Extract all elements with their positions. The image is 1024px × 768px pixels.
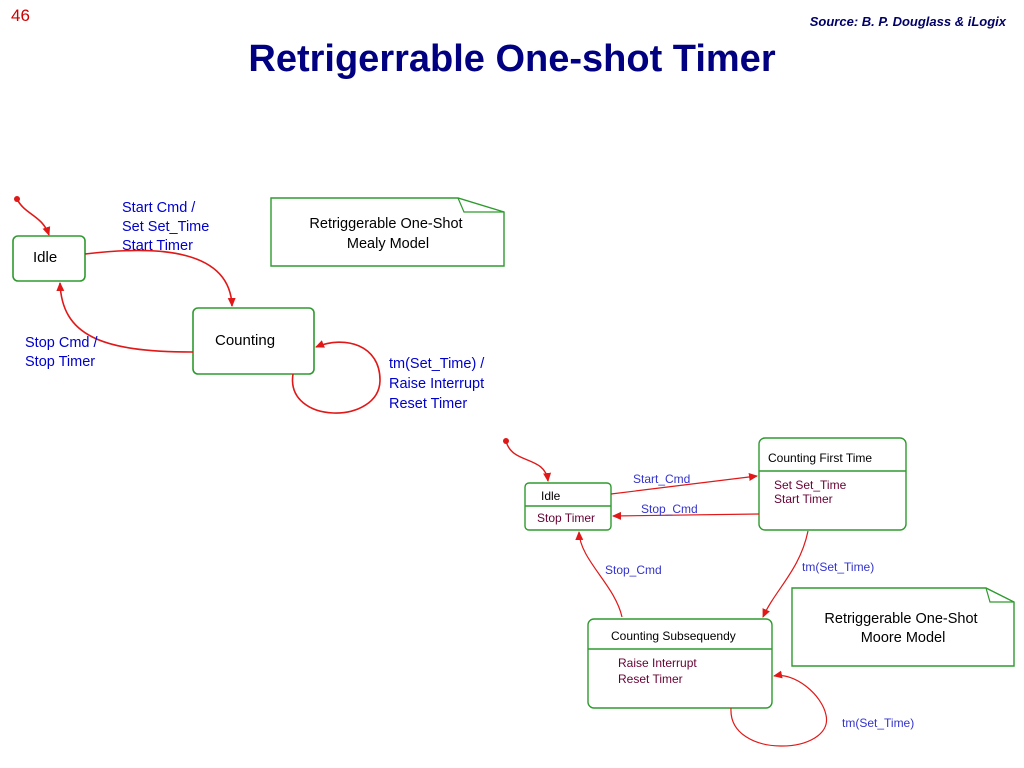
- slide-title: Retrigerrable One-shot Timer: [248, 38, 776, 80]
- mealy-start-arrow: [84, 249, 236, 307]
- mealy-timeout-label-line: Raise Interrupt: [389, 376, 484, 392]
- moore-note-line: Retriggerable One-Shot: [824, 611, 977, 627]
- mealy-note-fold: [457, 197, 504, 213]
- moore-first-name: Counting First Time: [768, 451, 872, 465]
- mealy-initial-arrow: [16, 198, 51, 236]
- mealy-start-label-line: Start Cmd /: [122, 200, 196, 216]
- moore-tm-self-label: tm(Set_Time): [842, 716, 914, 730]
- moore-subsequent-action: Reset Timer: [618, 672, 683, 686]
- mealy-note-line: Retriggerable One-Shot: [309, 216, 462, 232]
- moore-note-line: Moore Model: [861, 630, 946, 646]
- mealy-stop-label: Stop Cmd / Stop Timer: [25, 335, 102, 370]
- mealy-idle-state: [12, 235, 86, 282]
- mealy-counting-label: Counting: [215, 332, 275, 349]
- mealy-counting-state: [192, 307, 315, 375]
- moore-first-action: Start Timer: [774, 492, 833, 506]
- moore-note-text: Retriggerable One-Shot Moore Model: [824, 611, 981, 646]
- moore-first-state: [758, 437, 907, 531]
- slide-number: 46: [11, 6, 30, 25]
- moore-model: Idle Stop Timer Counting First Time Set …: [503, 437, 1015, 747]
- moore-idle-name: Idle: [541, 489, 561, 503]
- moore-start-label: Start_Cmd: [633, 472, 690, 486]
- moore-idle-action: Stop Timer: [537, 511, 595, 525]
- mealy-start-label-line: Set Set_Time: [122, 219, 209, 235]
- mealy-timeout-selfloop: [291, 340, 381, 414]
- moore-stop-top-arrow: [612, 511, 760, 520]
- source-citation: Source: B. P. Douglass & iLogix: [809, 14, 1006, 29]
- mealy-timeout-label-line: tm(Set_Time) /: [389, 356, 485, 372]
- moore-subsequent-action: Raise Interrupt: [618, 656, 697, 670]
- moore-subsequent-actions: Raise Interrupt Reset Timer: [618, 656, 700, 686]
- mealy-stop-arrow: [56, 282, 194, 353]
- moore-stop-left-arrow: [575, 531, 623, 618]
- mealy-timeout-label-line: Reset Timer: [389, 396, 467, 412]
- moore-tm-label: tm(Set_Time): [802, 560, 874, 574]
- moore-note: [791, 587, 1015, 667]
- mealy-stop-label-line: Stop Cmd /: [25, 335, 98, 351]
- moore-note-fold: [985, 587, 1014, 603]
- mealy-idle-label: Idle: [33, 249, 57, 266]
- moore-tm-selfloop: [730, 670, 827, 747]
- moore-stop-top-label: Stop_Cmd: [641, 502, 698, 516]
- mealy-note-line: Mealy Model: [347, 236, 429, 252]
- mealy-note-text: Retriggerable One-Shot Mealy Model: [309, 216, 466, 252]
- mealy-model: Idle Counting Start Cmd / Set Set_Time S…: [12, 196, 505, 414]
- moore-initial-arrow: [505, 440, 552, 482]
- moore-first-action: Set Set_Time: [774, 478, 847, 492]
- moore-tm-arrow: [762, 530, 809, 618]
- mealy-start-label-line: Start Timer: [122, 238, 193, 254]
- mealy-timeout-label: tm(Set_Time) / Raise Interrupt Reset Tim…: [389, 356, 488, 412]
- moore-subsequent-name: Counting Subsequendy: [611, 629, 736, 643]
- mealy-start-label: Start Cmd / Set Set_Time Start Timer: [122, 200, 213, 254]
- moore-first-actions: Set Set_Time Start Timer: [774, 478, 850, 506]
- moore-subsequent-state: [587, 618, 773, 709]
- moore-stop-left-label: Stop_Cmd: [605, 563, 662, 577]
- mealy-stop-label-line: Stop Timer: [25, 354, 95, 370]
- mealy-note: [270, 197, 505, 267]
- moore-start-arrow: [610, 473, 758, 495]
